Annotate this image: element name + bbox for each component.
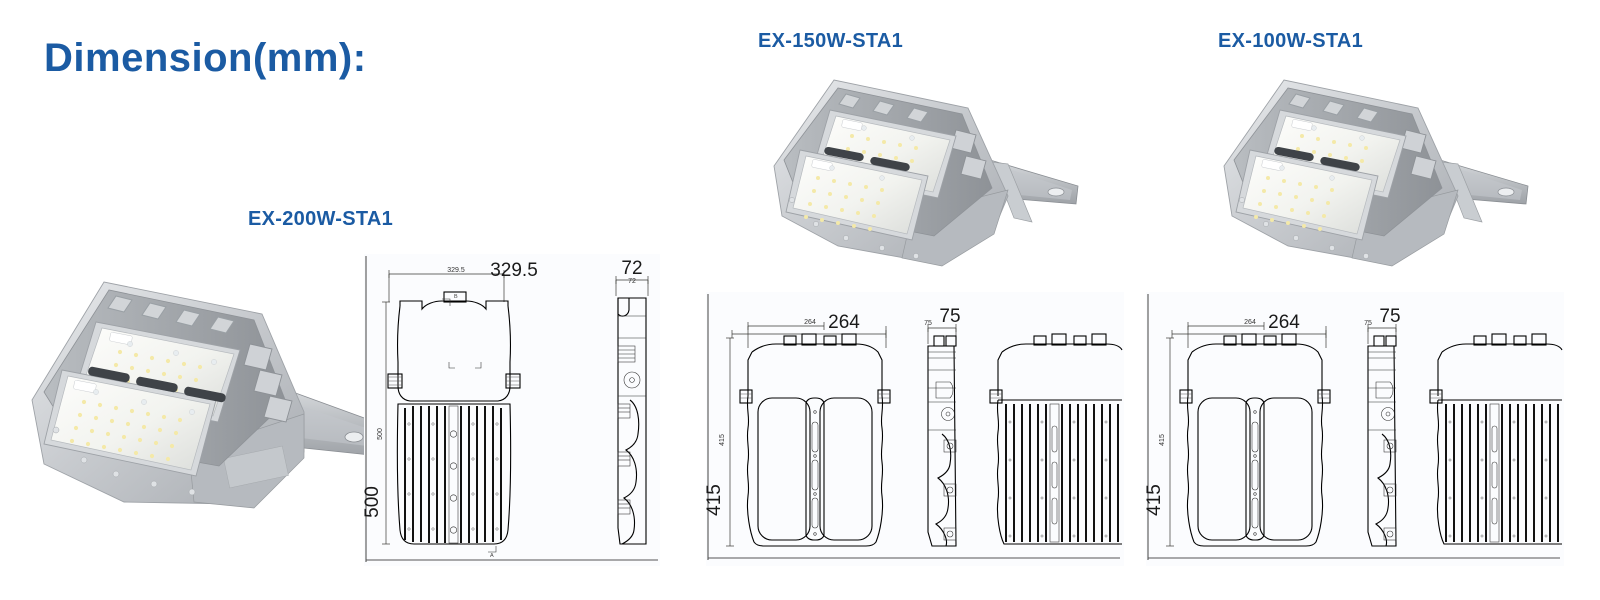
back-view-150w bbox=[989, 333, 1123, 545]
dim-height-150w: 415 bbox=[706, 484, 725, 516]
model-caption-150w: EX-150W-STA1 bbox=[758, 30, 904, 52]
dim-height-small-200w: 500 bbox=[377, 428, 384, 440]
product-photo-150w bbox=[742, 68, 1082, 306]
front-view-200w: B bbox=[382, 270, 521, 559]
led-module bbox=[785, 146, 929, 241]
dim-height-200w: 500 bbox=[364, 486, 383, 518]
model-caption-100w: EX-100W-STA1 bbox=[1218, 30, 1364, 52]
led-module bbox=[43, 366, 226, 477]
dim-width-small-100w: 264 bbox=[1244, 319, 1256, 326]
back-view-100w bbox=[1429, 333, 1563, 545]
technical-drawing-100w: 264 264 415 415 75 75 bbox=[1146, 292, 1564, 566]
svg-text:A: A bbox=[490, 553, 494, 559]
technical-drawing-200w: B bbox=[364, 254, 660, 566]
luminaire-body-200w bbox=[31, 281, 390, 509]
dim-depth-small-100w: 75 bbox=[1364, 320, 1372, 327]
luminaire-body-150w bbox=[773, 79, 1079, 267]
luminaire-body-100w bbox=[1223, 79, 1529, 267]
dim-depth-100w: 75 bbox=[1379, 306, 1400, 327]
dim-width-small-150w: 264 bbox=[804, 319, 816, 326]
front-view-100w bbox=[1166, 322, 1331, 547]
side-view-200w bbox=[615, 276, 649, 545]
dim-width-200w: 329.5 bbox=[490, 260, 538, 281]
dim-depth-150w: 75 bbox=[939, 306, 960, 327]
dim-height-100w: 415 bbox=[1146, 484, 1165, 516]
dim-depth-small-200w: 72 bbox=[628, 278, 636, 285]
dim-height-small-100w: 415 bbox=[1159, 434, 1166, 446]
product-photo-200w bbox=[4, 252, 394, 552]
dim-depth-small-150w: 75 bbox=[924, 320, 932, 327]
dim-width-100w: 264 bbox=[1268, 312, 1300, 333]
side-view-150w bbox=[927, 324, 957, 547]
svg-text:B: B bbox=[454, 294, 458, 300]
led-module bbox=[1235, 146, 1379, 241]
side-view-100w bbox=[1367, 324, 1397, 547]
dim-height-small-150w: 415 bbox=[719, 434, 726, 446]
technical-drawing-150w: 264 264 415 415 75 75 bbox=[706, 292, 1124, 566]
dim-depth-200w: 72 bbox=[621, 258, 642, 279]
dim-width-small-200w: 329.5 bbox=[447, 267, 465, 274]
model-caption-200w: EX-200W-STA1 bbox=[248, 208, 394, 230]
page-title: Dimension(mm): bbox=[44, 36, 367, 80]
product-photo-100w bbox=[1192, 68, 1532, 306]
dim-width-150w: 264 bbox=[828, 312, 860, 333]
front-view-150w bbox=[726, 322, 891, 547]
